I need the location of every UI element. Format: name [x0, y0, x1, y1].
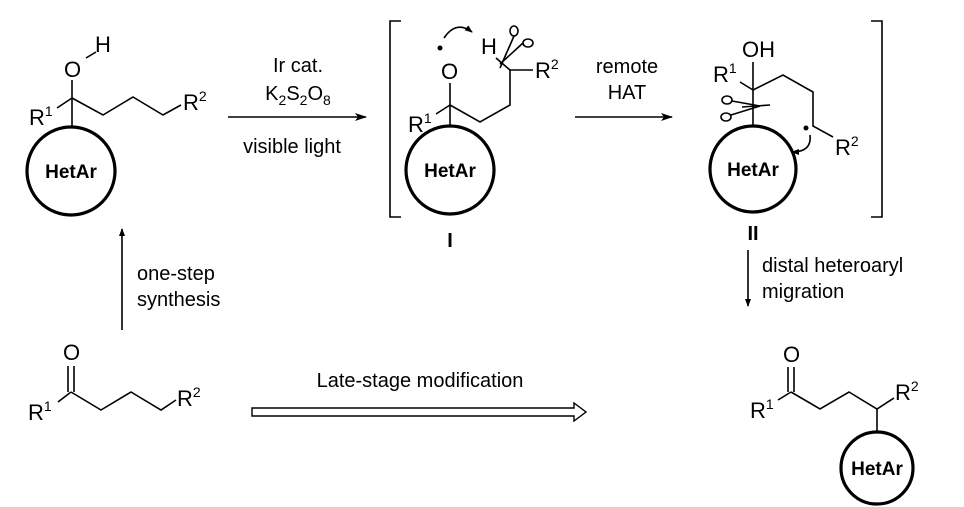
ketone-structure: O R1 R2 [28, 340, 201, 425]
oxygen-atom: O [63, 340, 80, 365]
r2-label: R2 [177, 384, 201, 411]
distal-migration-label: distal heteroaryl [762, 255, 903, 277]
r1-label: R1 [28, 398, 52, 425]
oxygen-atom: O [783, 342, 800, 367]
scissors-icon [499, 25, 534, 69]
radical-dot [437, 45, 443, 51]
r1-label: R1 [29, 103, 53, 130]
hetar-label: HetAr [424, 161, 476, 182]
r2-label: R2 [535, 56, 559, 83]
late-stage-arrow: Late-stage modification [251, 370, 588, 423]
right-bracket [871, 20, 883, 218]
late-stage-label: Late-stage modification [317, 370, 524, 392]
hetar-label: HetAr [727, 160, 779, 181]
hydrogen-atom: H [95, 32, 111, 57]
intermediate-II-structure: OH R1 R2 HetAr II [708, 37, 859, 245]
product-structure: O R1 R2 HetAr [750, 342, 919, 506]
synthesis-label: synthesis [137, 289, 220, 311]
step3-arrow: distal heteroaryl migration [745, 250, 903, 307]
migration-label: migration [762, 281, 844, 303]
curved-arrow-icon [791, 134, 811, 155]
r1-label: R1 [713, 60, 737, 87]
scissors-icon [720, 95, 761, 122]
r1-label: R1 [750, 396, 774, 423]
intermediate-I-structure: O R1 H R2 HetAr I [404, 25, 559, 252]
step2-arrow: remote HAT [575, 56, 673, 121]
curved-arrow-icon [443, 25, 473, 39]
hetaryl-ring [25, 125, 117, 217]
remote-label: remote [596, 56, 658, 78]
hetar-label: HetAr [45, 162, 97, 183]
hydroxyl-label: OH [742, 37, 775, 62]
radical-dot [803, 125, 809, 131]
intermediate-label-I: I [447, 230, 453, 252]
r2-label: R2 [183, 88, 207, 115]
step1-arrow: Ir cat. K2S2O8 visible light [228, 55, 367, 158]
light-condition-label: visible light [243, 136, 341, 158]
oxygen-atom: O [441, 59, 458, 84]
left-bracket [389, 20, 401, 218]
tertiary-alcohol-structure: O H R1 R2 HetAr [25, 32, 207, 217]
r1-label: R1 [408, 110, 432, 137]
oxygen-atom: O [64, 57, 81, 82]
one-step-label: one-step [137, 263, 215, 285]
r2-label: R2 [835, 133, 859, 160]
hydrogen-atom: H [481, 34, 497, 59]
intermediate-label-II: II [747, 223, 758, 245]
r2-label: R2 [895, 378, 919, 405]
hetar-label: HetAr [851, 459, 903, 480]
hat-label: HAT [608, 82, 647, 104]
oxidant-label: K2S2O8 [265, 83, 331, 108]
catalyst-label: Ir cat. [273, 55, 323, 77]
synthesis-arrow: one-step synthesis [119, 228, 220, 330]
